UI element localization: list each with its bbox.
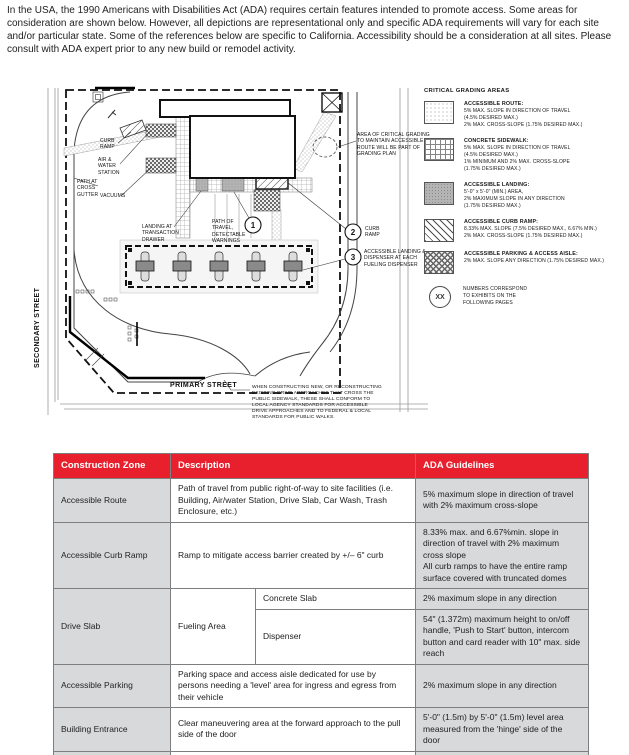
critical-grading-circle: [312, 136, 338, 158]
exhibit-note-text: NUMBERS CORRESPOND TO EXHIBITS ON THE FO…: [463, 286, 528, 306]
description-fueling-area: Fueling Area: [170, 588, 256, 665]
legend-item-concrete-sidewalk: CONCRETE SIDEWALK:5% MAX. SLOPE IN DIREC…: [424, 138, 626, 173]
critical-grading-label: AREA OF CRITICAL GRADING TO MAINTAIN ACC…: [357, 132, 430, 158]
legend-title: CRITICAL GRADING AREAS: [424, 88, 510, 94]
curb-ramp-2-label: CURB RAMP: [365, 226, 380, 239]
description-cell: Clear maneuvering area at the forward ap…: [169, 707, 417, 752]
guideline-cell: 5'-0" (1.5m) by 5'-0" (1.5m) level area …: [415, 707, 590, 752]
svg-text:1: 1: [251, 221, 256, 230]
legend: CRITICAL GRADING AREAS ACCESSIBLE ROUTE:…: [424, 88, 626, 308]
table-row: Drive Slab Fueling Area Concrete Slab 2%…: [53, 588, 590, 665]
legend-item-accessible-curb-ramp: ACCESSIBLE CURB RAMP:8.33% MAX. SLOPE (7…: [424, 219, 626, 242]
description-cell: Parking space and access aisle dedicated…: [169, 663, 417, 708]
fuel-canopy: [119, 239, 319, 294]
accessible-parking-swatch: [424, 251, 454, 274]
zone-accessible-curb-ramp: Accessible Curb Ramp: [53, 521, 171, 589]
zone-air-water-station: Air/Water Station and Vacuum Units: [53, 750, 171, 755]
legend-item-text: 8.33% MAX. SLOPE (7.5% DESIRED MAX., 6.6…: [464, 226, 597, 239]
construction-note: WHEN CONSTRUCTING NEW, OR RECONSTRUCTING…: [252, 385, 382, 421]
legend-item-accessible-landing: ACCESSIBLE LANDING:5'-0" x 5'-0" (MIN.) …: [424, 182, 626, 210]
zone-building-entrance: Building Entrance: [53, 707, 171, 752]
property-boundary: [65, 89, 341, 394]
guideline-cell: 8.33% max. and 6.67%min. slope in direct…: [415, 521, 590, 589]
legend-item-text: 5'-0" x 5'-0" (MIN.) AREA, 2% MAXIMUM SL…: [464, 189, 565, 209]
path-of-travel-label: PATH OF TRAVEL, DETECTABLE WARNINGS: [212, 219, 246, 245]
landing-dispenser-label: ACCESSIBLE LANDING & DISPENSER AT EACH F…: [364, 249, 426, 268]
landing-transaction-label: LANDING AT TRANSACTION DRAWER: [142, 224, 179, 243]
legend-item-title: ACCESSIBLE ROUTE:: [464, 101, 524, 107]
leader-lines: [73, 130, 357, 391]
primary-street-label: PRIMARY STREET: [170, 382, 238, 389]
table-row: Accessible Route Path of travel from pub…: [53, 478, 590, 523]
table-row: Air/Water Station and Vacuum Units Parki…: [53, 750, 590, 755]
parking-stall-marks: [75, 91, 139, 367]
accessible-curb-ramp-swatch: [424, 219, 454, 242]
description-cell: Ramp to mitigate access barrier created …: [169, 521, 417, 589]
curb-ramp-label: CURB RAMP: [100, 138, 115, 151]
path-cross-gutter-label: PATH AT CROSS GUTTER: [77, 179, 99, 198]
exhibit-number-symbol: XX: [429, 286, 451, 308]
fuel-dispensers: [135, 251, 303, 282]
description-cell: Path of travel from public right-of-way …: [169, 478, 417, 523]
legend-exhibit-note: XX NUMBERS CORRESPOND TO EXHIBITS ON THE…: [424, 286, 626, 308]
table-row: Building Entrance Clear maneuvering area…: [53, 707, 590, 752]
site-plan-diagram: 1 2 3 SECONDARY STREET PRIMARY STREET CU…: [0, 85, 629, 449]
description-cell: Parking space provided for persons needi…: [169, 750, 417, 755]
legend-item-accessible-parking: ACCESSIBLE PARKING & ACCESS AISLE:2% MAX…: [424, 251, 626, 274]
table-row: Accessible Parking Parking space and acc…: [53, 663, 590, 708]
legend-item-text: 5% MAX. SLOPE IN DIRECTION OF TRAVEL (4.…: [464, 108, 583, 128]
guideline-cell: 5% maximum slope in direction of travel …: [415, 478, 590, 523]
secondary-street-label: SECONDARY STREET: [34, 287, 41, 368]
accessible-landing-swatch: [424, 182, 454, 205]
callout-3: 3: [344, 248, 362, 266]
intro-paragraph: In the USA, the 1990 Americans with Disa…: [7, 5, 612, 55]
sub-row-dispenser: Dispenser: [254, 608, 417, 665]
guideline-cell: 54" (1.372m) maximum height to on/off ha…: [415, 608, 590, 665]
legend-item-text: 2% MAX. SLOPE ANY DIRECTION (1.75% DESIR…: [464, 258, 605, 264]
zone-accessible-route: Accessible Route: [53, 478, 171, 523]
street-edges: [47, 88, 428, 415]
ada-guidelines-table: Construction Zone Description ADA Guidel…: [53, 453, 590, 755]
vacuums-label: VACUUMS: [100, 193, 126, 199]
guideline-cell: 2% maximum slope in any direction: [415, 750, 590, 755]
parking-access-aisle-areas: [145, 123, 281, 212]
table-row: Dispenser 54" (1.372m) maximum height to…: [54, 608, 590, 665]
legend-item-title: ACCESSIBLE LANDING:: [464, 182, 530, 188]
table-header-row: Construction Zone Description ADA Guidel…: [53, 453, 590, 479]
trash-enclosure: [321, 92, 343, 113]
legend-item-title: ACCESSIBLE CURB RAMP:: [464, 219, 539, 225]
accessible-route-swatch: [424, 101, 454, 124]
guideline-cell: 2% maximum slope in any direction: [415, 588, 590, 610]
zone-drive-slab: Drive Slab: [53, 588, 171, 665]
site-plan-drawing: 1 2 3: [47, 86, 428, 415]
header-construction-zone: Construction Zone: [53, 453, 171, 479]
concrete-sidewalk-swatch: [424, 138, 454, 161]
air-water-station-label: AIR & WATER STATION: [98, 157, 120, 176]
zone-accessible-parking: Accessible Parking: [53, 663, 171, 708]
header-ada-guidelines: ADA Guidelines: [415, 453, 590, 479]
legend-item-title: ACCESSIBLE PARKING & ACCESS AISLE:: [464, 251, 578, 257]
svg-text:2: 2: [351, 228, 356, 237]
heavy-curbs: [68, 86, 205, 380]
callout-1: 1: [244, 216, 262, 234]
guideline-cell: 2% maximum slope in any direction: [415, 663, 590, 708]
callout-2: 2: [344, 223, 362, 241]
legend-item-accessible-route: ACCESSIBLE ROUTE:5% MAX. SLOPE IN DIRECT…: [424, 101, 626, 129]
site-curbs: [73, 91, 358, 383]
sub-row-concrete-slab: Concrete Slab: [254, 588, 417, 610]
legend-item-text: 5% MAX. SLOPE IN DIRECTION OF TRAVEL (4.…: [464, 145, 571, 172]
svg-text:3: 3: [351, 253, 356, 262]
header-description: Description: [169, 453, 417, 479]
legend-item-title: CONCRETE SIDEWALK:: [464, 138, 529, 144]
building-footprint: [159, 99, 296, 179]
table-row: Accessible Curb Ramp Ramp to mitigate ac…: [53, 521, 590, 589]
